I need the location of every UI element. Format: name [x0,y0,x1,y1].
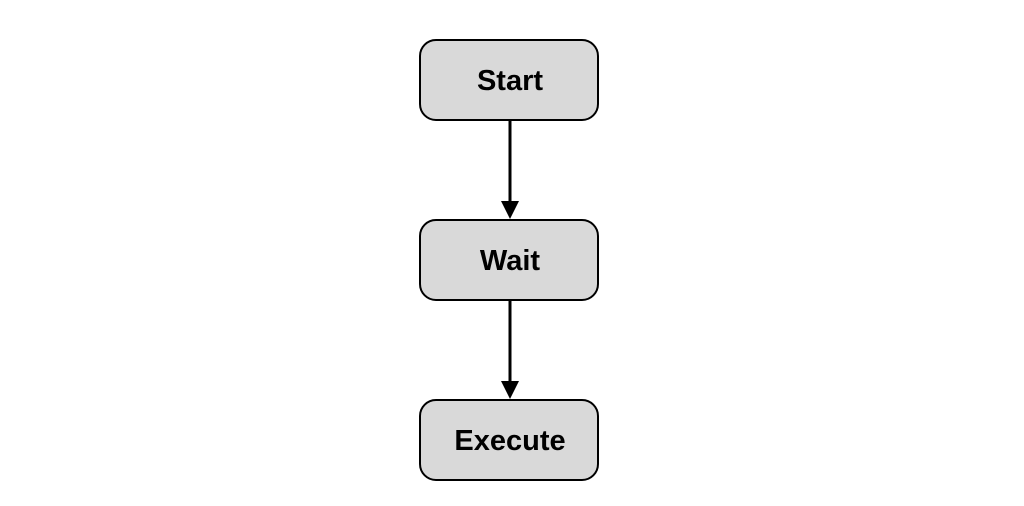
node-box [419,219,599,301]
node-wait: Wait [419,219,599,301]
edge-wait-to-execute [501,300,519,399]
arrowhead-icon [501,201,519,219]
node-box [419,39,599,121]
node-label-start: Start [477,65,543,97]
arrowhead-icon [501,381,519,399]
edge-start-to-wait [501,120,519,219]
node-execute: Execute [419,399,599,481]
node-box [419,399,599,481]
node-label-execute: Execute [454,425,565,457]
node-start: Start [419,39,599,121]
node-label-wait: Wait [480,245,540,277]
